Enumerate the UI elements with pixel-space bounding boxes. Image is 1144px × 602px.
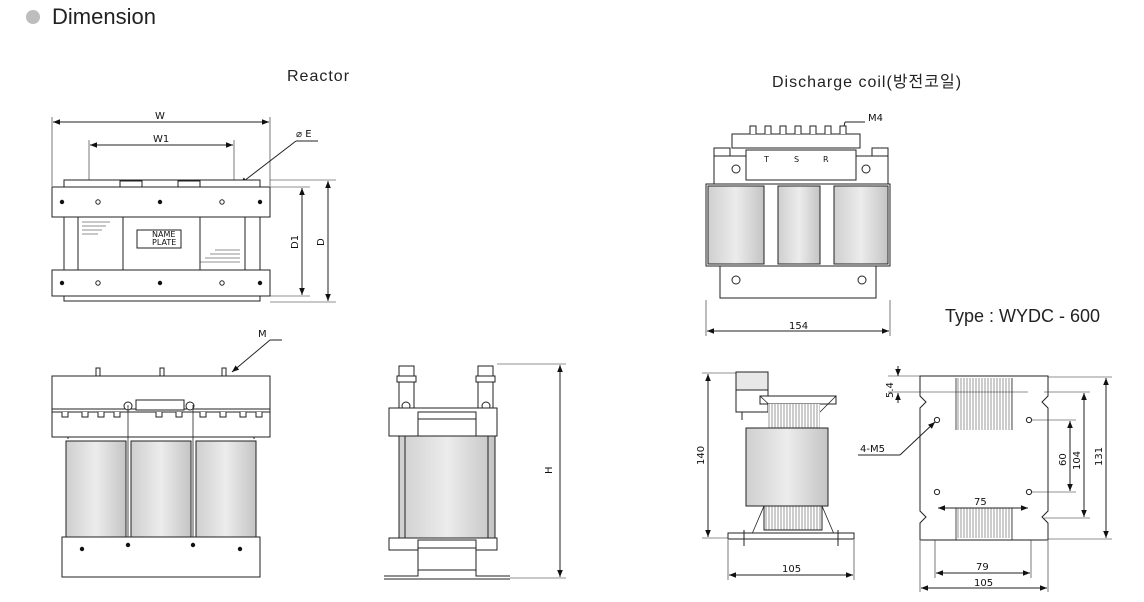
dim-75: 75 (974, 497, 987, 508)
type-label: Type : WYDC - 600 (945, 306, 1101, 326)
reactor-top-view: W W1 ⌀ E NAME PLATE D1 (51, 111, 336, 303)
section-header: Dimension (26, 4, 156, 30)
reactor-side-view: H (384, 363, 566, 580)
discharge-side-view: 140 105 (696, 371, 855, 580)
terminal-r: R (823, 155, 829, 164)
page-title: Dimension (52, 4, 156, 29)
dim-h: H (544, 466, 555, 474)
dim-d1: D1 (290, 235, 301, 249)
discharge-bottom-view: 4-M5 5.4 60 104 131 75 79 105 (858, 366, 1112, 592)
dim-w1: W1 (153, 134, 169, 145)
reactor-front-view: M (51, 329, 282, 578)
dim-131: 131 (1094, 447, 1105, 466)
discharge-coil-label: Discharge coil(방전코일) (772, 74, 963, 91)
dim-4-m5: 4-M5 (860, 444, 885, 455)
dim-105-side: 105 (782, 564, 801, 575)
dim-e: ⌀ E (296, 129, 312, 140)
name-plate-line-1: NAME (152, 230, 175, 239)
bullet-icon (26, 10, 40, 24)
dim-79: 79 (976, 562, 989, 573)
dim-5-4: 5.4 (885, 382, 896, 398)
dim-104: 104 (1072, 451, 1083, 470)
dim-d: D (316, 238, 327, 246)
terminal-s: S (794, 155, 799, 164)
dim-m4: M4 (868, 113, 883, 124)
dim-60: 60 (1058, 453, 1069, 466)
dim-140: 140 (696, 446, 707, 465)
dim-154: 154 (789, 321, 808, 332)
dim-m: M (258, 329, 267, 340)
name-plate-line-2: PLATE (152, 238, 176, 247)
discharge-front-view: M4 T S R 154 (705, 113, 891, 336)
dim-w: W (155, 111, 165, 122)
dim-105-bottom: 105 (974, 578, 993, 589)
reactor-label: Reactor (287, 68, 351, 85)
terminal-t: T (763, 155, 769, 164)
